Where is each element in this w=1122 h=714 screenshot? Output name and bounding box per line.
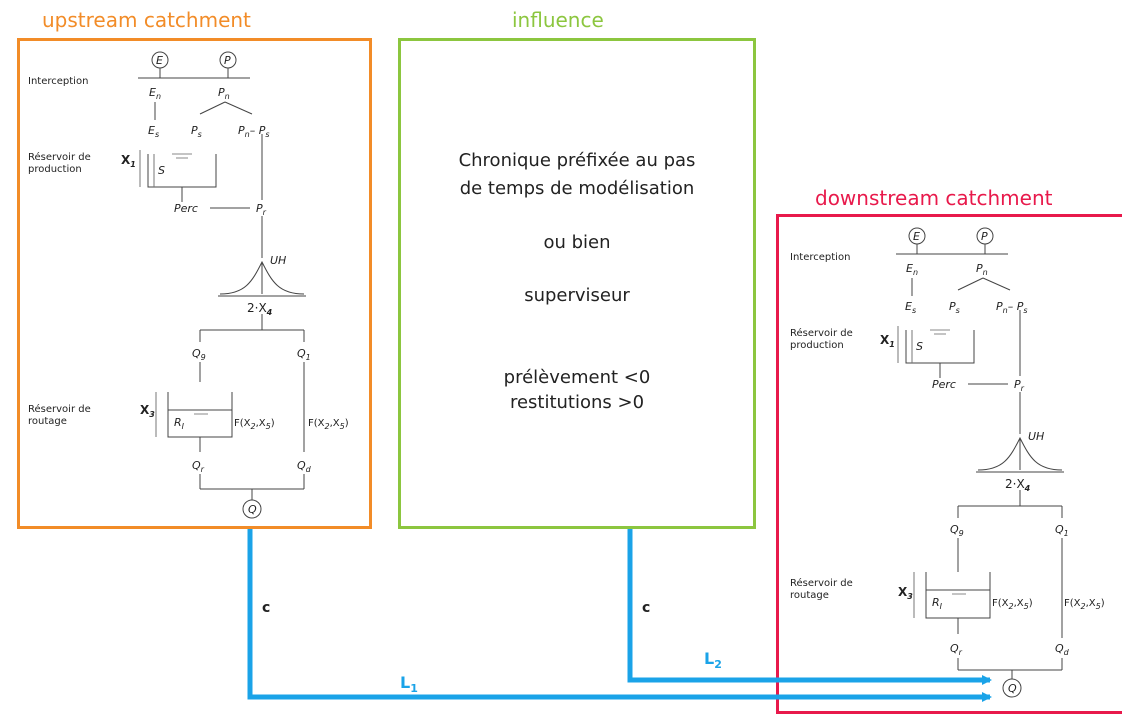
upstream-catchment-box: [17, 38, 372, 529]
perc-label-ds: Perc: [932, 378, 956, 391]
s-label: S: [158, 164, 165, 177]
upstream-title: upstream catchment: [42, 8, 251, 32]
pn-label-ds: Pn: [976, 262, 988, 277]
prod-reservoir-label-2: production: [28, 164, 82, 175]
two-x4-label: 2·X4: [247, 301, 273, 317]
p-symbol: P: [224, 54, 231, 67]
prod-reservoir-label-1: Réservoir de: [28, 151, 91, 163]
e-symbol-ds: E: [913, 230, 920, 243]
influence-line-4: superviseur: [524, 285, 630, 306]
l1-label: L1: [400, 673, 418, 695]
pn-minus-ps-label: Pn– Ps: [238, 124, 270, 139]
es-label-ds: Es: [905, 300, 916, 315]
p-symbol-ds: P: [981, 230, 988, 243]
upstream-model-diagram: Interception Réservoir de production Rés…: [28, 51, 349, 519]
prod-reservoir-label-2-ds: production: [790, 340, 844, 351]
rout-reservoir-label-2: routage: [28, 416, 67, 427]
qd-label-ds: Qd: [1055, 642, 1070, 657]
f-label-right: F(X2,X5): [308, 418, 349, 431]
ri-label: RI: [174, 416, 185, 431]
rout-reservoir-label-1-ds: Réservoir de: [790, 577, 853, 589]
es-label: Es: [148, 124, 159, 139]
ps-label: Ps: [191, 124, 202, 139]
f-label-left-ds: F(X2,X5): [992, 598, 1033, 611]
pn-label: Pn: [218, 86, 230, 101]
prod-reservoir-label-1-ds: Réservoir de: [790, 327, 853, 339]
rout-reservoir-label-2-ds: routage: [790, 590, 829, 601]
influence-box: [398, 38, 756, 529]
c-label-influence: c: [642, 600, 650, 616]
q-outlet-symbol: Q: [248, 503, 257, 516]
e-symbol: E: [156, 54, 163, 67]
en-label: En: [149, 86, 161, 101]
pr-label-ds: Pr: [1014, 378, 1025, 393]
l2-label: L2: [704, 649, 722, 671]
uh-label-ds: UH: [1028, 430, 1044, 443]
x1-label-ds: X1: [880, 333, 895, 349]
q1-label: Q1: [297, 347, 311, 362]
qr-label: Qr: [192, 459, 205, 474]
q-outlet-symbol-ds: Q: [1008, 682, 1017, 695]
influence-line-1: Chronique préfixée au pas: [458, 150, 696, 171]
link-l1: [247, 529, 992, 702]
s-label-ds: S: [916, 340, 923, 353]
q1-label-ds: Q1: [1055, 523, 1069, 538]
interception-label-ds: Interception: [790, 252, 850, 263]
qr-label-ds: Qr: [950, 642, 963, 657]
pr-label: Pr: [256, 202, 267, 217]
influence-line-2: de temps de modélisation: [459, 178, 695, 199]
influence-line-6: restitutions >0: [509, 392, 645, 413]
interception-label: Interception: [28, 76, 88, 87]
ps-label-ds: Ps: [949, 300, 960, 315]
q9-label-ds: Q9: [950, 523, 964, 538]
f-label-left: F(X2,X5): [234, 418, 275, 431]
x3-label: X3: [140, 403, 155, 419]
influence-line-5: prélèvement <0: [503, 367, 651, 388]
x3-label-ds: X3: [898, 585, 913, 601]
two-x4-label-ds: 2·X4: [1005, 477, 1031, 493]
influence-title: influence: [512, 8, 604, 32]
ri-label-ds: RI: [932, 596, 943, 611]
perc-label: Perc: [174, 202, 198, 215]
en-label-ds: En: [906, 262, 918, 277]
x1-label: X1: [121, 153, 136, 169]
c-label-upstream: c: [262, 600, 270, 616]
qd-label: Qd: [297, 459, 312, 474]
downstream-model-diagram: Interception Réservoir de production Rés…: [790, 227, 1105, 698]
rout-reservoir-label-1: Réservoir de: [28, 403, 91, 415]
f-label-right-ds: F(X2,X5): [1064, 598, 1105, 611]
influence-line-3: ou bien: [543, 232, 611, 253]
q9-label: Q9: [192, 347, 206, 362]
pn-minus-ps-label-ds: Pn– Ps: [996, 300, 1028, 315]
downstream-title: downstream catchment: [815, 186, 1053, 210]
link-l2: [627, 529, 992, 685]
uh-label: UH: [270, 254, 286, 267]
